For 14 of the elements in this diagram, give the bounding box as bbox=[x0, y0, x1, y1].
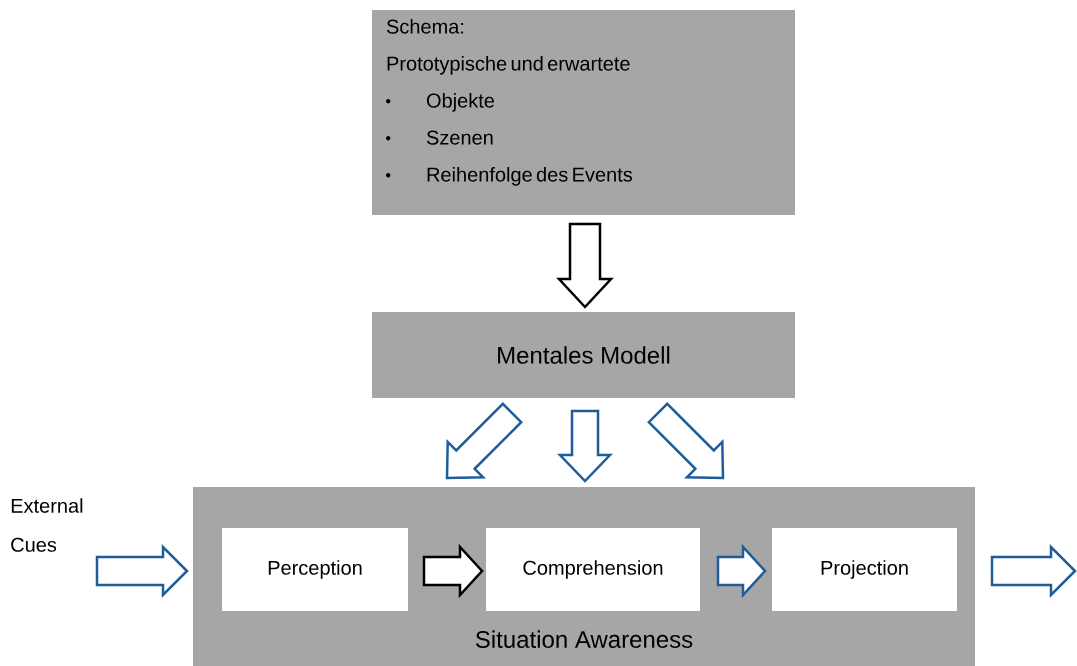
block-arrow bbox=[422, 543, 484, 599]
block-arrow bbox=[556, 222, 614, 309]
model-box: Mentales Modell bbox=[372, 312, 795, 398]
block-arrow bbox=[557, 409, 613, 483]
stage-box: Projection bbox=[772, 528, 957, 611]
input-label: External Cues bbox=[11, 498, 83, 552]
block-arrow bbox=[990, 543, 1077, 598]
block-arrow bbox=[647, 402, 725, 480]
stage-box: Comprehension bbox=[486, 528, 700, 611]
block-arrow bbox=[716, 543, 767, 599]
schema-box: Schema: Prototypische und erwartete Objekte Szenen Reihenfolge des Events bbox=[372, 10, 795, 215]
block-arrow bbox=[95, 543, 189, 598]
block-arrow bbox=[445, 402, 523, 480]
stage-box: Perception bbox=[222, 528, 408, 611]
